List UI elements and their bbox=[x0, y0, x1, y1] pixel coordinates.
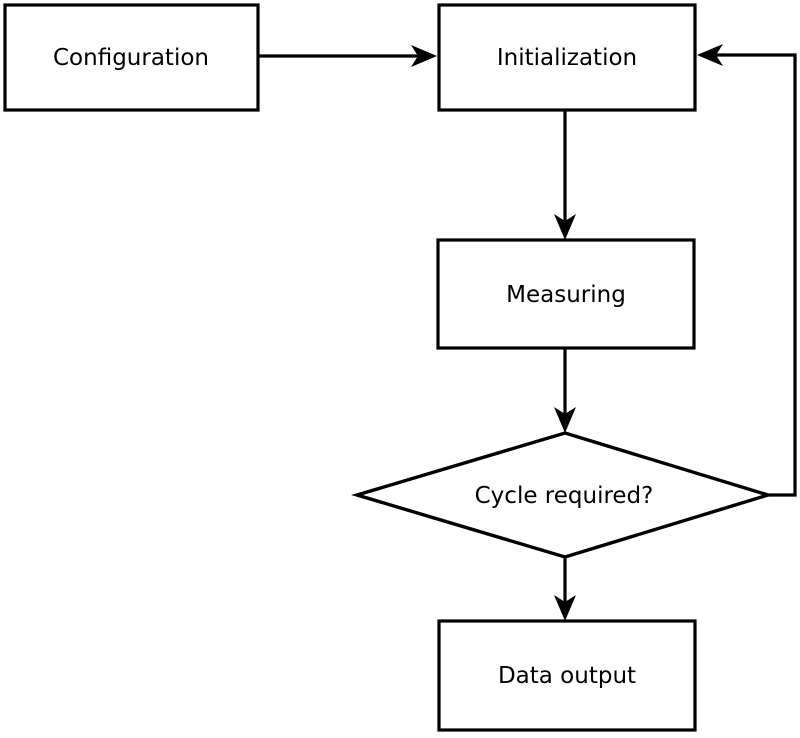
edge-cycle-required-to-initialization bbox=[697, 44, 797, 497]
arrowhead-down-icon bbox=[554, 595, 576, 621]
node-configuration-box bbox=[3, 3, 260, 112]
edge-initialization-to-measuring bbox=[554, 110, 576, 240]
node-measuring-box bbox=[436, 238, 696, 350]
arrowhead-left-icon bbox=[697, 44, 723, 66]
edge-measuring-to-cycle-required bbox=[554, 349, 576, 433]
node-initialization: Initialization bbox=[437, 3, 697, 112]
node-initialization-box bbox=[437, 3, 697, 112]
edge-line bbox=[716, 53, 797, 497]
node-data-output-label: Data output bbox=[498, 663, 636, 689]
node-data-output: Data output bbox=[437, 619, 697, 732]
arrowhead-down-icon bbox=[554, 407, 576, 433]
node-measuring: Measuring bbox=[436, 238, 696, 350]
node-measuring-label: Measuring bbox=[506, 282, 626, 308]
node-configuration-label: Configuration bbox=[53, 45, 209, 71]
node-data-output-box bbox=[437, 619, 697, 732]
node-cycle-required: Cycle required? bbox=[351, 431, 774, 559]
arrowhead-right-icon bbox=[411, 45, 437, 67]
node-initialization-label: Initialization bbox=[497, 45, 637, 71]
arrowhead-down-icon bbox=[554, 214, 576, 240]
edge-cycle-required-to-data-output bbox=[554, 556, 576, 621]
node-cycle-required-diamond bbox=[351, 431, 774, 559]
edge-configuration-to-initialization bbox=[258, 45, 437, 67]
node-configuration: Configuration bbox=[3, 3, 260, 112]
node-cycle-required-label: Cycle required? bbox=[475, 483, 654, 509]
